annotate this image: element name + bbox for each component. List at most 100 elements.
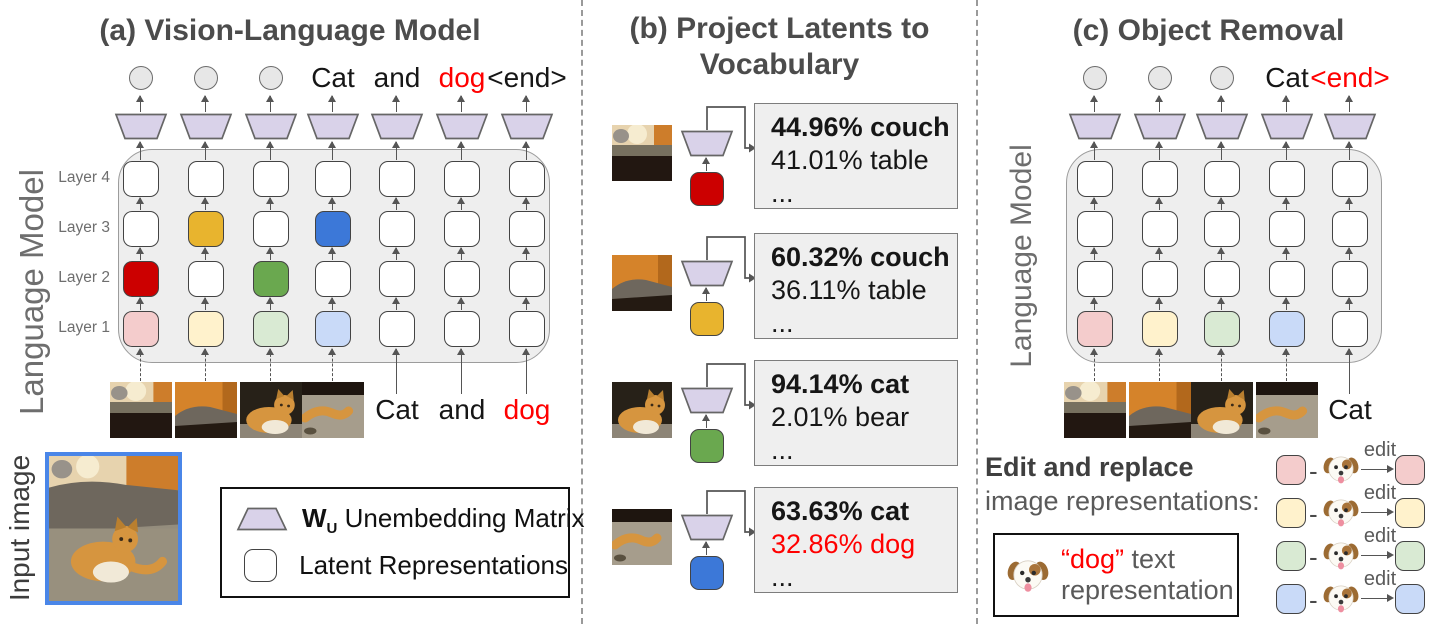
flow-arrow <box>457 348 466 394</box>
latent-square <box>444 211 480 247</box>
flow-arrow <box>328 297 337 310</box>
output-circle <box>194 66 218 90</box>
representation-square-before <box>1276 455 1306 485</box>
flow-arrow <box>1090 348 1099 381</box>
unembedding-trapezoid <box>1195 113 1249 140</box>
unembedding-trapezoid <box>680 260 734 287</box>
dog-face-icon <box>1323 494 1359 530</box>
flow-arrow <box>201 141 210 160</box>
latent-square <box>1332 161 1368 197</box>
flow-arrow <box>328 348 337 381</box>
latent-square <box>1077 311 1113 347</box>
flow-arrow <box>702 541 711 555</box>
flow-arrow <box>201 247 210 260</box>
representation-square-before <box>1276 541 1306 571</box>
latent-square <box>253 261 289 297</box>
unembedding-trapezoid <box>114 113 168 140</box>
edit-arrow-label: edit <box>1363 568 1397 590</box>
unembedding-trapezoid <box>179 113 233 140</box>
dog-face-icon <box>1323 451 1359 487</box>
image-patch-couch-lamp <box>612 125 672 181</box>
image-patch-cat <box>612 382 672 438</box>
flow-arrow <box>1345 247 1354 260</box>
vocab-line: ... <box>771 308 794 338</box>
flow-arrow <box>392 95 401 112</box>
output-circle <box>1148 66 1172 90</box>
flow-arrow <box>1282 197 1291 210</box>
panel-separator-left <box>581 0 583 624</box>
vocab-line: 32.86% dog <box>771 529 916 559</box>
flow-arrow <box>392 141 401 160</box>
flow-arrow <box>457 141 466 160</box>
representation-square-after <box>1395 541 1425 571</box>
representation-square-before <box>1276 584 1306 614</box>
token-word: Cat <box>311 62 355 93</box>
flow-arrow <box>457 197 466 210</box>
dog-text-word: text <box>1124 544 1176 574</box>
edit-note-bold: Edit and replace <box>985 452 1194 482</box>
latent-square <box>123 211 159 247</box>
flow-arrow <box>1282 141 1291 160</box>
flow-arrow <box>201 197 210 210</box>
vocab-line: 2.01% bear <box>771 402 910 432</box>
flow-arrow <box>328 141 337 160</box>
dog-representation-word: representation <box>1061 575 1234 605</box>
panel-a-vision-language-model: (a) Vision-Language Model Language Model… <box>0 0 585 624</box>
layer-label: Layer 3 <box>58 219 110 236</box>
flow-arrow <box>1345 141 1354 160</box>
latent-square-colored <box>690 429 724 463</box>
unembedding-trapezoid <box>1068 113 1122 140</box>
flow-arrow <box>1345 348 1354 394</box>
edit-note: Edit and replace image representations: <box>985 450 1260 518</box>
latent-square <box>188 261 224 297</box>
flow-arrow <box>328 95 337 112</box>
flow-arrow <box>1282 297 1291 310</box>
image-patch-couch-lamp <box>1064 382 1126 438</box>
latent-square <box>315 311 351 347</box>
flow-arrow <box>266 348 275 381</box>
flow-arrow <box>266 297 275 310</box>
representation-square-after <box>1395 584 1425 614</box>
latent-square <box>509 161 545 197</box>
latent-square <box>1077 161 1113 197</box>
minus-sign: - <box>1309 542 1318 572</box>
flow-arrow <box>702 157 711 171</box>
panel-separator-right <box>976 0 978 624</box>
flow-arrow <box>136 348 145 381</box>
flow-arrow <box>1155 197 1164 210</box>
unembedding-trapezoid <box>680 130 734 157</box>
latent-square <box>379 311 415 347</box>
legend-item-latent: Latent Representations <box>236 548 568 582</box>
latent-square <box>1142 311 1178 347</box>
latent-square <box>444 311 480 347</box>
flow-arrow <box>1155 247 1164 260</box>
flow-arrow <box>457 247 466 260</box>
unembedding-trapezoid <box>500 113 554 140</box>
unembedding-text: Unembedding Matrix <box>337 503 585 534</box>
layer-label: Layer 4 <box>58 169 110 186</box>
unembedding-trapezoid <box>1133 113 1187 140</box>
latent-square-icon <box>236 548 285 582</box>
flow-arrow <box>328 247 337 260</box>
vocab-line: 36.11% table <box>771 275 927 305</box>
edit-arrow <box>1361 551 1394 560</box>
vocab-line: 41.01% table <box>771 145 929 175</box>
layer-label: Layer 1 <box>58 319 110 336</box>
flow-arrow <box>1090 197 1099 210</box>
dog-face-icon <box>1323 537 1359 573</box>
image-patch-couch-corner <box>612 255 672 311</box>
unembedding-trapezoid <box>680 514 734 541</box>
latent-square <box>1332 311 1368 347</box>
latent-square <box>1142 161 1178 197</box>
panel-c-title: (c) Object Removal <box>1072 14 1345 47</box>
dog-face-icon <box>1007 554 1049 596</box>
latent-square-colored <box>690 302 724 336</box>
input-image-label: Input image <box>4 454 35 602</box>
panel-c-object-removal: (c) Object Removal Language Model Edit a… <box>977 0 1440 624</box>
latent-square <box>1332 211 1368 247</box>
latent-square <box>253 161 289 197</box>
token-word: Cat <box>1328 394 1372 425</box>
vocab-line: 63.63% cat <box>771 496 910 526</box>
edit-arrow-label: edit <box>1363 439 1397 461</box>
latent-square <box>1077 261 1113 297</box>
